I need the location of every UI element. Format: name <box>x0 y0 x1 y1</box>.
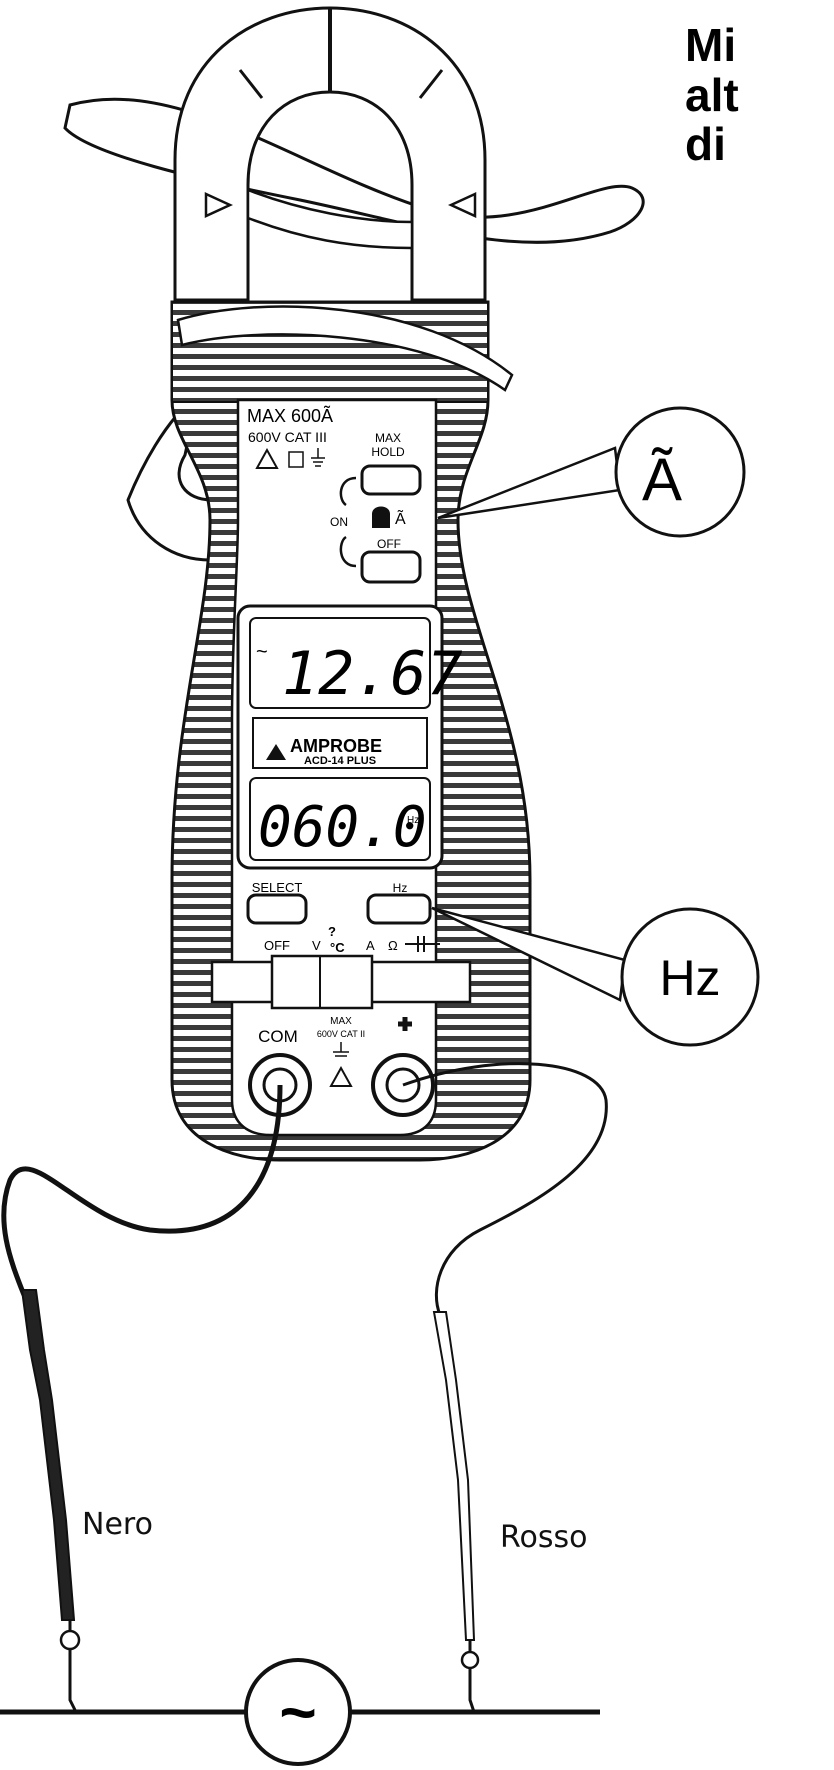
jaw-arrow-right <box>447 192 477 218</box>
title-line-1: Mi <box>685 19 737 71</box>
switch-bracket <box>339 476 357 568</box>
callout-hz <box>620 907 760 1047</box>
dial-q-label: ? <box>328 924 336 939</box>
hz-button[interactable] <box>366 893 432 925</box>
black-probe <box>20 1289 76 1621</box>
dial-off-label: OFF <box>264 938 290 953</box>
selector-slider[interactable] <box>270 954 374 1010</box>
switch-off-label: OFF <box>377 537 401 551</box>
conductor-cable-front <box>246 188 414 250</box>
lcd-sub-unit: Hz <box>407 815 419 826</box>
switch-on-label: ON <box>330 515 348 529</box>
title-line-3: di <box>685 118 726 170</box>
callout-hz-text: Hz <box>659 950 720 1006</box>
clamp-jaw <box>173 6 487 302</box>
hazard-icon <box>288 451 304 468</box>
ac-source-icon <box>244 1658 352 1766</box>
jaw-mark-right <box>418 69 444 99</box>
lcd-sub-value: 060.0 <box>258 795 427 860</box>
ac-source-symbol: ~ <box>279 1676 316 1748</box>
dial-a-label: A <box>366 938 375 953</box>
dial-ohm-label: Ω <box>388 938 398 953</box>
lcd-main <box>249 617 431 709</box>
jack-cat-label: 600V CAT II <box>317 1029 365 1039</box>
black-lead-wire <box>1 1084 283 1296</box>
black-lead-label: Nero <box>82 1507 153 1542</box>
lcd-sub <box>249 777 431 861</box>
com-label: COM <box>258 1027 298 1046</box>
clamp-mode-icon <box>372 506 390 528</box>
select-label: SELECT <box>252 880 303 895</box>
brand-logo-icon <box>266 744 286 760</box>
jack-ground-icon <box>333 1042 349 1057</box>
hz-button-label: Hz <box>393 881 408 895</box>
callout-amps <box>614 406 746 538</box>
select-button[interactable] <box>246 893 308 925</box>
red-lead-label: Rosso <box>500 1520 588 1555</box>
model-name: ACD-14 PLUS <box>304 755 376 767</box>
dial-c-label: °C <box>330 940 345 955</box>
jack-warning-icon <box>329 1065 353 1087</box>
dial-v-label: V <box>312 938 321 953</box>
capacitor-icon <box>405 936 440 952</box>
red-probe <box>432 1311 476 1641</box>
ground-icon <box>311 448 325 467</box>
max-hold-label-1: MAX <box>375 431 401 445</box>
jaw-trigger <box>126 391 214 562</box>
max-hold-label-2: HOLD <box>371 445 405 459</box>
power-off-button[interactable] <box>360 550 422 584</box>
brand-name: AMPROBE <box>290 736 382 756</box>
warning-icon <box>255 447 279 469</box>
lcd-main-unit: A <box>412 681 420 693</box>
callout-amps-text: Ã <box>642 446 682 513</box>
rating-max-label: MAX 600Ã <box>247 405 333 426</box>
switch-mode-label: Ã <box>395 508 406 528</box>
title-line-2: alt <box>685 69 739 121</box>
cable-loop-neck <box>176 305 514 392</box>
jack-max-label: MAX <box>330 1016 352 1027</box>
plus-icon <box>398 1017 412 1031</box>
jaw-arrow-left <box>204 192 234 218</box>
jaw-mark-left <box>238 69 264 99</box>
rating-cat-label: 600V CAT III <box>248 429 327 445</box>
lcd-main-value: 12.67 <box>282 639 463 709</box>
lcd-main-ac: ~ <box>256 641 268 663</box>
red-lead-wire <box>402 1062 608 1316</box>
max-hold-button[interactable] <box>360 464 422 496</box>
